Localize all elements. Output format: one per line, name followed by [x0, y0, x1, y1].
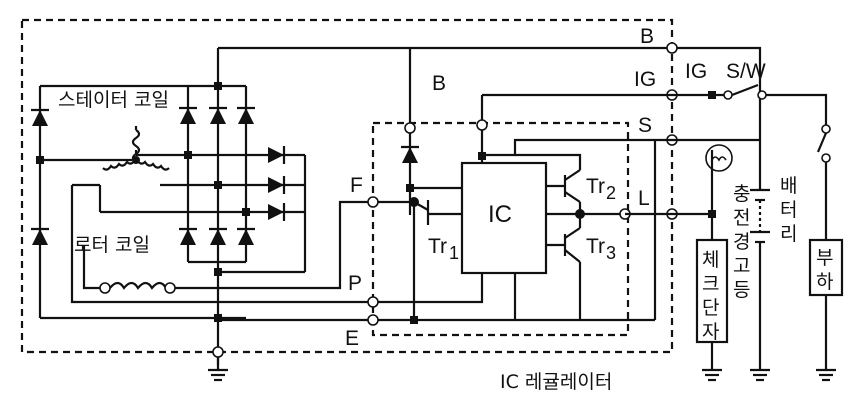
svg-text:하: 하 [816, 271, 833, 293]
diode-col1-bottom [179, 227, 197, 245]
tr1-label-group: Tr 1 [428, 235, 459, 263]
alternator-boundary [20, 18, 674, 354]
ground-symbol-load [816, 368, 836, 382]
tr3-label: Tr [586, 235, 605, 258]
tr2-label-group: Tr 2 [586, 175, 616, 203]
terminal-f-label: F [350, 174, 363, 197]
battery [750, 188, 770, 370]
check-terminal-box [695, 238, 729, 344]
tr3-transistor [546, 214, 582, 320]
terminal-e [367, 314, 379, 326]
tr1-sub: 1 [449, 243, 459, 263]
charge-warning-lamp-label: 충 전 경 고 등 [733, 183, 750, 301]
tr2-transistor [515, 153, 582, 214]
svg-text:체: 체 [702, 249, 719, 271]
svg-text:전: 전 [733, 207, 750, 229]
tr1-transistor [412, 200, 462, 320]
load-label: 부 하 [816, 247, 833, 293]
ground-symbol-check [702, 368, 722, 382]
terminal-b-outer-label: B [640, 25, 654, 48]
terminal-ig-inner [476, 119, 488, 131]
svg-text:충: 충 [733, 183, 750, 205]
ic-label: IC [488, 201, 512, 228]
diode-exciter-3 [268, 203, 286, 221]
svg-text:고: 고 [733, 255, 750, 277]
terminal-ig-outer-label: IG [634, 68, 656, 91]
svg-text:부: 부 [816, 247, 833, 269]
svg-text:단: 단 [702, 297, 719, 319]
diode-col2-top [209, 106, 227, 124]
check-terminal-label: 체 크 단 자 [702, 249, 719, 343]
ic-chip [460, 161, 548, 275]
regulator-label: IC 레귤레이터 [500, 371, 612, 393]
diode-inner-b [401, 145, 419, 163]
charge-lamp [705, 144, 733, 214]
svg-text:등: 등 [733, 279, 750, 301]
tr3-label-group: Tr 3 [586, 235, 616, 263]
ground-symbol-battery [750, 368, 770, 382]
rotor-coil-label: 로터 코일 [74, 234, 150, 256]
diode-col1-top [179, 106, 197, 124]
tr1-label: Tr [428, 235, 447, 258]
regulator-internals [373, 95, 628, 324]
diode-exciter-2 [268, 176, 286, 194]
diode-left-bottom [31, 227, 49, 245]
svg-text:자: 자 [702, 321, 719, 343]
terminal-e-label: E [345, 327, 359, 350]
diode-col3-bottom [237, 227, 255, 245]
load-switch [816, 124, 831, 163]
diode-col2-bottom [209, 227, 227, 245]
terminal-b-inner-label: B [432, 72, 446, 95]
stator-coil-label: 스테이터 코일 [58, 89, 169, 111]
stator-coil [102, 126, 170, 171]
terminal-b-inner [404, 122, 416, 134]
svg-text:크: 크 [702, 273, 719, 295]
ig-switch-label: IG [685, 60, 707, 83]
rectifier-bridge [31, 82, 307, 322]
regulator-boundary [371, 121, 630, 337]
terminal-p-label: P [348, 272, 362, 295]
diode-exciter-1 [268, 146, 286, 164]
terminal-f [367, 196, 379, 208]
rotor-coil [82, 200, 373, 294]
tr3-sub: 3 [606, 243, 616, 263]
svg-text:리: 리 [780, 223, 797, 245]
terminal-p [367, 296, 379, 308]
svg-text:배: 배 [780, 175, 797, 197]
svg-text:터: 터 [780, 199, 797, 221]
svg-text:경: 경 [733, 231, 750, 253]
battery-label: 배 터 리 [780, 175, 797, 245]
ground-symbol-main [208, 357, 228, 382]
terminal-b-outer [666, 42, 678, 54]
ground-terminal [212, 346, 224, 358]
sw-switch-label: S/W [726, 60, 766, 83]
diode-col3-top [237, 106, 255, 124]
terminal-l-label: L [638, 187, 650, 210]
ig-switch [723, 83, 767, 100]
terminal-s-label: S [638, 114, 652, 137]
diode-left-top [31, 108, 49, 126]
tr2-sub: 2 [606, 183, 616, 203]
tr2-label: Tr [586, 175, 605, 198]
